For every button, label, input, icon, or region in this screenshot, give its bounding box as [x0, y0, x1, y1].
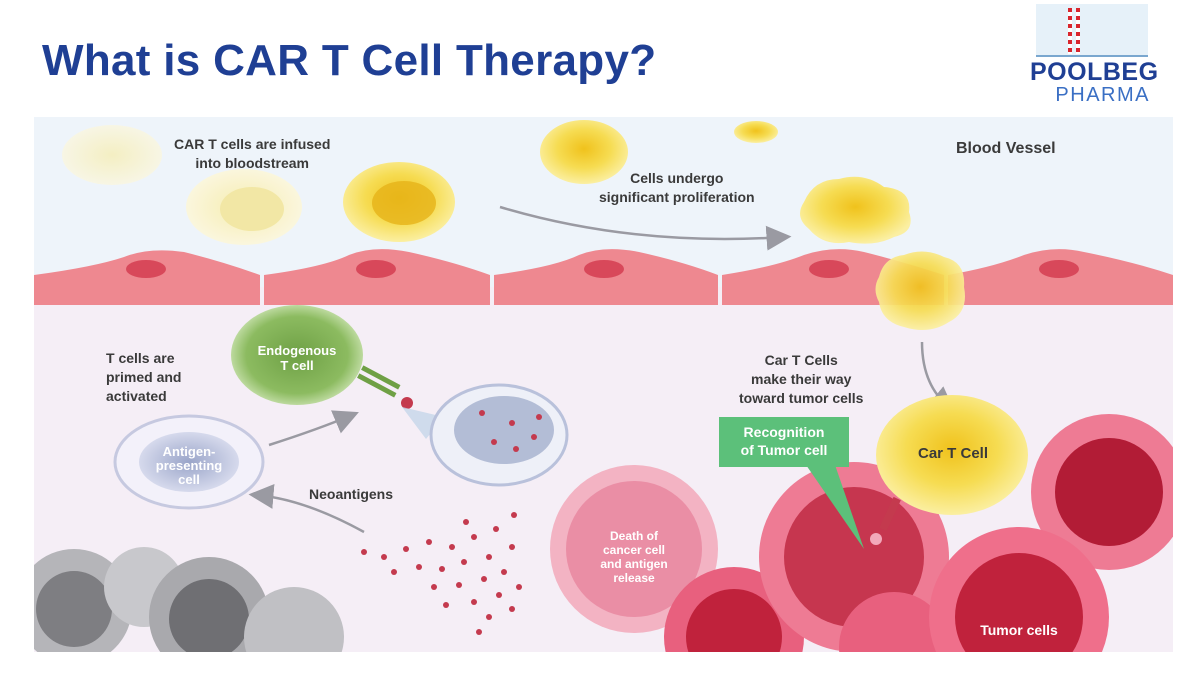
label-blood-vessel: Blood Vessel: [956, 140, 1056, 157]
label-primed: T cells are primed and activated: [106, 350, 182, 404]
proliferation-arrow: [499, 205, 792, 251]
recognition-callout-label: Recognition of Tumor cell: [740, 424, 828, 458]
antigen-presenting-cell-label: Antigen- presenting cell: [155, 444, 223, 487]
label-neoantigens: Neoantigens: [309, 486, 394, 502]
receptor-binding-icon: [870, 533, 882, 545]
car-t-cell-extravasating: [875, 251, 965, 331]
antigen-presenting-cell-nucleus: [139, 432, 239, 492]
logo-word-pharma: PHARMA: [1055, 84, 1150, 106]
t-cell-receptor-icon: [361, 365, 401, 390]
t-cell-receptor-icon: [357, 373, 397, 398]
car-t-cell-proliferating: [734, 121, 778, 143]
neoantigen-particles: [361, 512, 522, 635]
tumor-cell-cluster: [664, 414, 1173, 652]
label-infused: CAR T cells are infused into bloodstream: [174, 136, 331, 171]
endogenous-t-cell-label: Endogenous T cell: [257, 343, 337, 373]
callout-pointer: [804, 462, 864, 549]
antigen-processing-nucleus: [454, 396, 554, 464]
car-t-diagram: CAR T cells are infused into bloodstream…: [34, 117, 1173, 652]
car-t-cell-dividing: [800, 176, 911, 244]
car-t-cell-nucleus: [372, 181, 436, 225]
logo-chimney-icon: [1068, 8, 1072, 54]
dead-cell-cluster: [34, 547, 344, 652]
endogenous-t-cell: [231, 305, 363, 405]
presentation-beam: [402, 407, 444, 439]
diagram-illustration: [34, 117, 1173, 652]
antigen-dot: [401, 397, 413, 409]
car-t-cell: [876, 395, 1028, 515]
label-migration: Car T Cells make their way toward tumor …: [739, 352, 864, 406]
faded-t-cell: [62, 125, 162, 185]
logo-word-poolbeg: POOLBEG: [1030, 58, 1159, 86]
dying-cancer-cell-core: [566, 481, 702, 617]
label-proliferation: Cells undergo significant proliferation: [599, 170, 755, 205]
poolbeg-pharma-logo: POOLBEG PHARMA: [1030, 4, 1158, 106]
car-t-cell-label: Car T Cell: [917, 445, 989, 462]
car-receptor-icon: [879, 496, 901, 532]
logo-chimney-icon: [1076, 8, 1080, 54]
activation-arrow: [268, 410, 359, 447]
tumor-cells-label: Tumor cells: [980, 622, 1058, 638]
logo-background-bar: [1036, 4, 1148, 56]
recognition-callout-box: [719, 417, 849, 467]
neoantigen-uptake-arrow: [248, 484, 365, 534]
car-t-cell-proliferating: [540, 120, 628, 184]
dying-cancer-cell-label: Death of cancer cell and antigen release: [600, 529, 668, 585]
endothelial-cell-layer: [34, 249, 1173, 305]
slide-title: What is CAR T Cell Therapy?: [42, 36, 657, 85]
logo-horizon-line: [1036, 55, 1148, 57]
faded-t-cell-nucleus: [220, 187, 284, 231]
